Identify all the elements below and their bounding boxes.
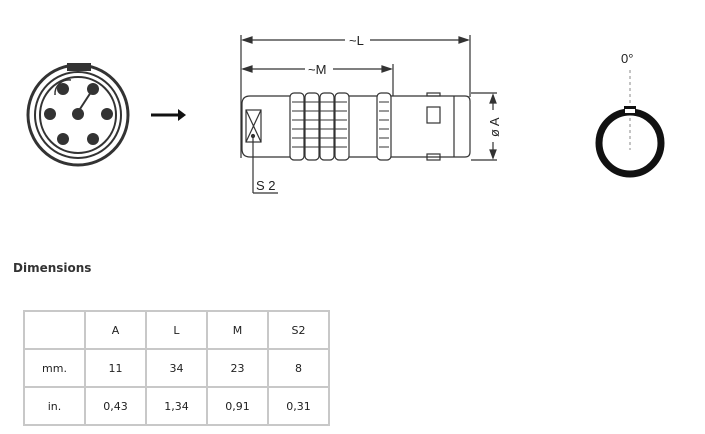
dim-label-S2: S 2 bbox=[256, 178, 276, 193]
right-arrow-icon bbox=[151, 109, 186, 121]
table-row: in. 0,43 1,34 0,91 0,31 bbox=[23, 386, 330, 426]
side-view bbox=[240, 35, 497, 194]
value-cell: 1,34 bbox=[145, 386, 208, 426]
connector-drawing: ~L ~M S 2 ø A 0° bbox=[26, 33, 665, 194]
header-cell: S2 bbox=[267, 310, 330, 350]
value-cell: 34 bbox=[145, 348, 208, 388]
dimensions-title: Dimensions bbox=[13, 261, 92, 275]
unit-cell: in. bbox=[23, 386, 86, 426]
value-cell: 0,31 bbox=[267, 386, 330, 426]
header-cell: M bbox=[206, 310, 269, 350]
angle-label: 0° bbox=[621, 51, 633, 66]
header-cell bbox=[23, 310, 86, 350]
key-orientation-view: 0° bbox=[595, 51, 665, 178]
unit-cell: mm. bbox=[23, 348, 86, 388]
front-pin-view bbox=[26, 63, 130, 167]
dimensions-table: A L M S2 mm. 11 34 23 8 in. 0,43 1,34 0,… bbox=[23, 310, 330, 426]
value-cell: 0,43 bbox=[84, 386, 147, 426]
value-cell: 8 bbox=[267, 348, 330, 388]
table-row: mm. 11 34 23 8 bbox=[23, 348, 330, 388]
value-cell: 11 bbox=[84, 348, 147, 388]
table-header-row: A L M S2 bbox=[23, 310, 330, 350]
value-cell: 0,91 bbox=[206, 386, 269, 426]
value-cell: 23 bbox=[206, 348, 269, 388]
dim-label-L: ~L bbox=[349, 33, 364, 48]
dim-label-A: ø A bbox=[487, 117, 502, 137]
key-notch-icon bbox=[67, 63, 91, 71]
header-cell: L bbox=[145, 310, 208, 350]
dim-label-M: ~M bbox=[308, 62, 326, 77]
header-cell: A bbox=[84, 310, 147, 350]
